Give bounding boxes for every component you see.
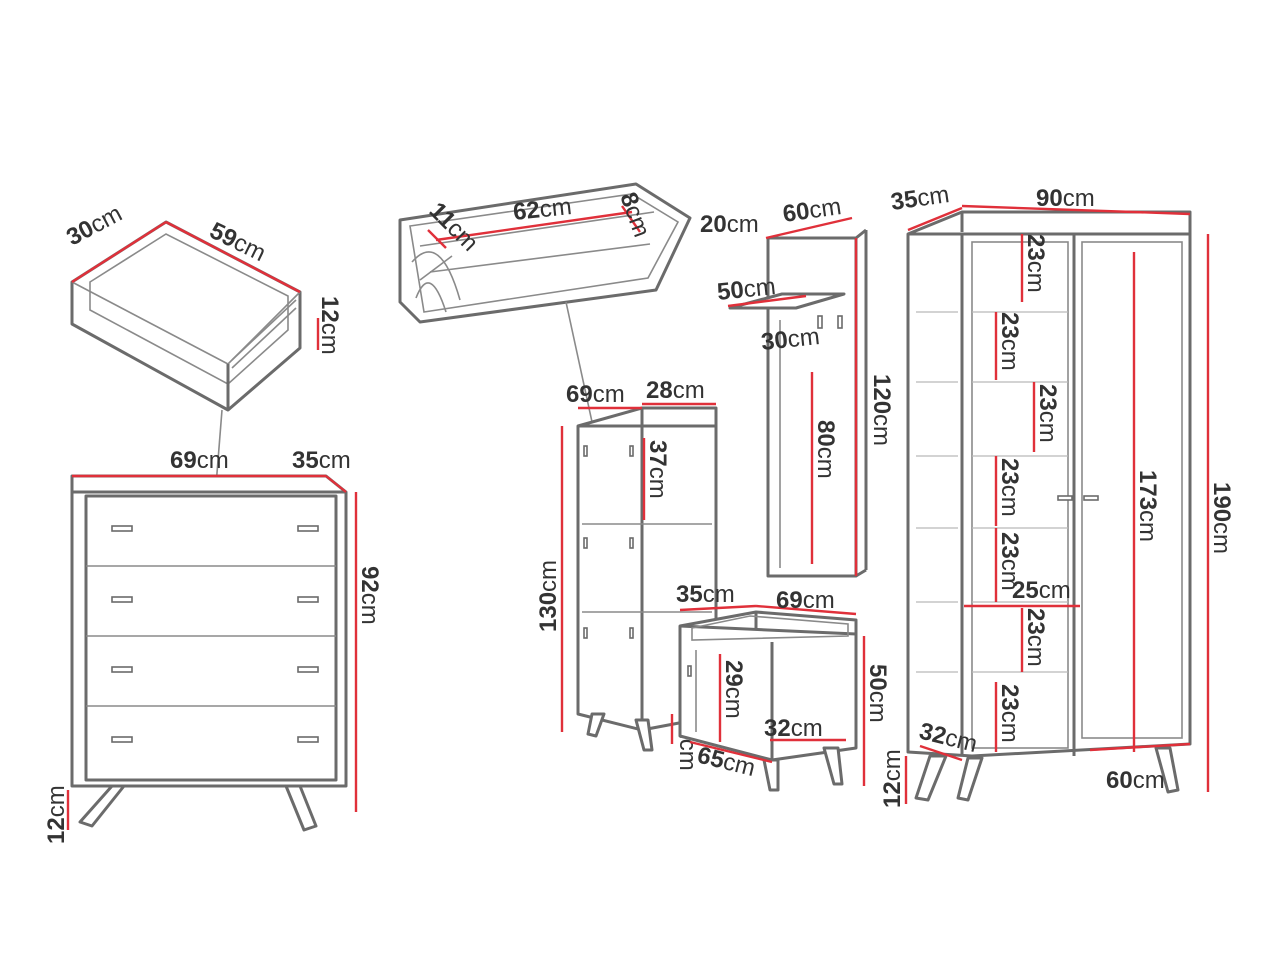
label-ward-height: 190cm [1208, 482, 1235, 554]
dresser-dimensions: 69cm 35cm 92cm 12cm [43, 447, 383, 844]
label-ward-depth: 35cm [889, 181, 951, 216]
label-ward-shelf-2: 23cm [996, 312, 1023, 371]
label-panel-width: 60cm [781, 193, 843, 228]
label-panel-depth: 20cm [700, 211, 759, 238]
hall-panel-dimensions: 20cm 60cm 50cm 30cm 80cm 120cm [700, 193, 895, 576]
label-ward-width: 90cm [1036, 185, 1095, 212]
wardrobe [906, 210, 1192, 802]
drawer [70, 220, 302, 412]
label-ward-mid: 25cm [1012, 577, 1071, 604]
shoe-cabinet [398, 182, 692, 324]
label-bench-shelf: 32cm [764, 715, 823, 742]
label-panel-mirror: 80cm [812, 420, 839, 479]
dresser [70, 474, 348, 832]
label-ward-shelf-5: 23cm [996, 532, 1023, 591]
label-bench-depth: 35cm [676, 581, 735, 608]
label-bench-height: 50cm [864, 664, 891, 723]
label-ward-foot: 32cm [917, 718, 980, 758]
label-cab-height: 130cm [535, 560, 562, 632]
wardrobe-dimensions: 35cm 90cm 23cm 23cm 23cm 23cm 23cm 25cm … [879, 181, 1235, 808]
label-dresser-leg: 12cm [43, 785, 70, 844]
label-bench-inner: 29cm [720, 660, 747, 719]
label-cab-width: 69cm [566, 381, 625, 408]
label-drawer-height: 12cm [316, 296, 343, 355]
label-shoe-width: 62cm [512, 193, 573, 226]
bench-dimensions: 35cm 69cm 29cm 50cm 32cm 65cm [676, 581, 891, 786]
label-bench-width: 69cm [776, 587, 835, 614]
label-panel-hook: 30cm [760, 323, 821, 356]
label-ward-leg: 12cm [879, 749, 906, 808]
label-panel-shelf: 50cm [716, 273, 777, 306]
label-ward-shelf-1: 23cm [1022, 234, 1049, 293]
label-ward-bottom: 60cm [1106, 767, 1165, 794]
label-ward-shelf-4: 23cm [996, 458, 1023, 517]
label-ward-shelf-6: 23cm [1022, 608, 1049, 667]
tall-cabinet-dimensions: 69cm 28cm 37cm 130cm 12cm [535, 377, 716, 771]
label-dresser-height: 92cm [356, 566, 383, 625]
label-ward-inner: 173cm [1134, 470, 1161, 542]
bench [678, 610, 858, 792]
label-ward-shelf-3: 23cm [1034, 384, 1061, 443]
label-ward-shelf-7: 23cm [996, 684, 1023, 743]
label-dresser-depth: 35cm [292, 447, 351, 474]
label-panel-height: 120cm [868, 374, 895, 446]
label-cab-depth: 28cm [646, 377, 705, 404]
label-dresser-width: 69cm [170, 447, 229, 474]
label-cab-shelf: 37cm [644, 440, 671, 499]
label-drawer-depth: 30cm [62, 200, 127, 251]
